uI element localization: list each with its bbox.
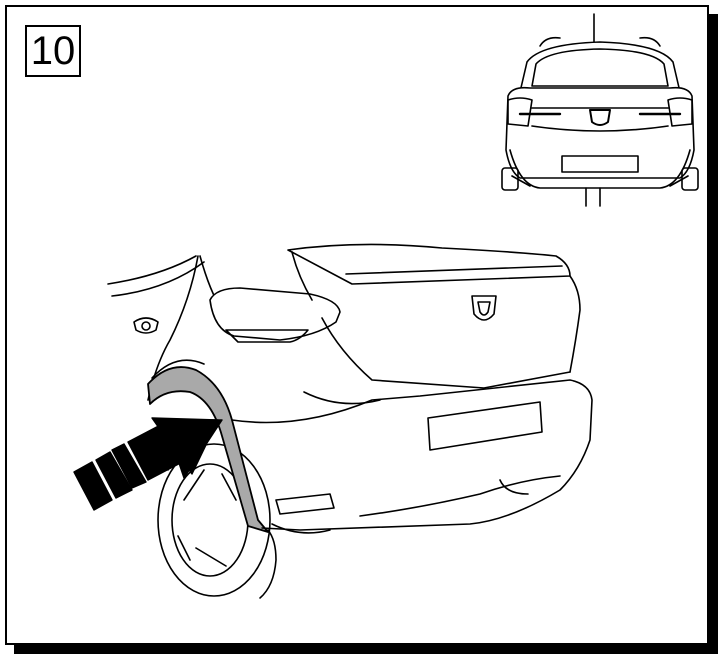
step-number: 10 bbox=[25, 25, 81, 77]
pointing-arrow-icon bbox=[73, 417, 223, 511]
car-rear-overview-icon bbox=[501, 13, 699, 207]
car-rear-wheel-arch-detail bbox=[107, 243, 593, 599]
